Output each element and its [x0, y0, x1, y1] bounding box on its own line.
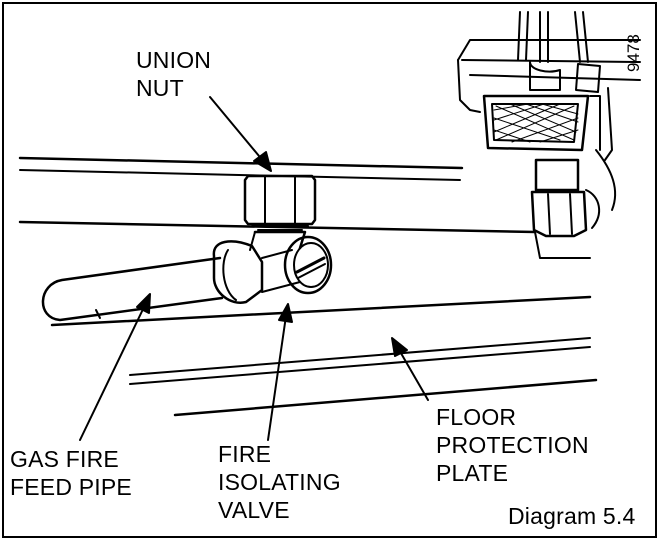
- arrowhead-isolating-valve: [278, 303, 293, 323]
- arrow-floor-plate: [397, 347, 429, 401]
- arrow-feed-pipe: [79, 304, 146, 441]
- fire-isolating-valve-label: FIRE ISOLATING VALVE: [218, 441, 341, 523]
- diagram-frame: [2, 2, 657, 538]
- arrowhead-union-nut: [253, 151, 272, 172]
- figure-reference-number: 9478: [624, 34, 643, 72]
- leader-arrows: [79, 96, 429, 441]
- gas-fire-feed-pipe-label: GAS FIRE FEED PIPE: [10, 446, 132, 500]
- burner-assembly-shape: [457, 11, 641, 238]
- upper-panel-edges: [18, 156, 591, 259]
- union-nut-shape: [243, 174, 317, 231]
- arrow-union-nut: [209, 96, 265, 163]
- floor-plate-lines: [50, 295, 598, 417]
- arrowhead-feed-pipe: [136, 293, 151, 314]
- arrow-isolating-valve: [267, 315, 287, 441]
- gas-fire-feed-pipe-shape: [41, 256, 224, 322]
- arrowhead-floor-plate: [391, 337, 408, 357]
- floor-protection-plate-label: FLOOR PROTECTION PLATE: [436, 404, 589, 486]
- union-nut-label: UNION NUT: [136, 47, 212, 101]
- diagram-caption: Diagram 5.4: [508, 503, 636, 529]
- isolating-valve-shape: [212, 230, 333, 304]
